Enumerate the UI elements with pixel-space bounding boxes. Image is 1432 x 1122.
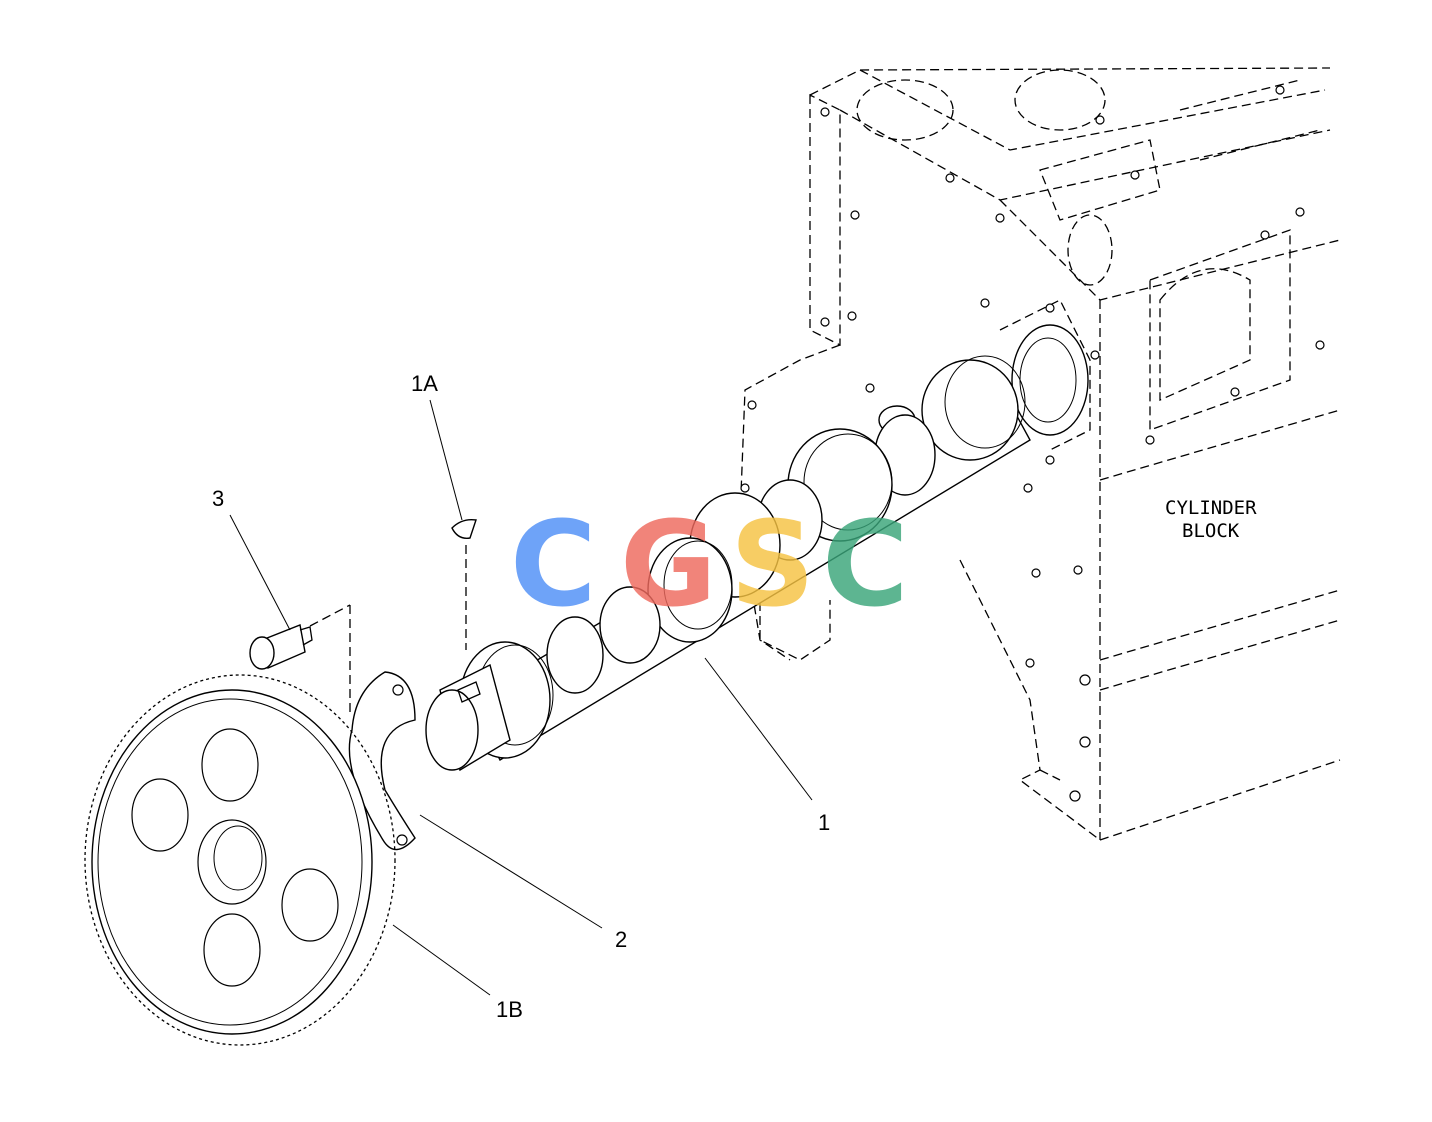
block-label-line2: BLOCK: [1182, 520, 1240, 542]
watermark-letter-3: S: [730, 495, 815, 633]
callout-1a: 1A: [411, 371, 438, 396]
watermark-logo: C G S C: [510, 495, 909, 633]
watermark-letter-2: G: [620, 495, 717, 633]
cylinder-block: [739, 67, 1341, 841]
callout-3: 3: [212, 486, 224, 511]
block-label-line1: CYLINDER: [1165, 497, 1257, 519]
woodruff-key: [451, 518, 477, 650]
camshaft-gear: [84, 674, 396, 1046]
callout-1b: 1B: [496, 997, 523, 1022]
callout-1: 1: [818, 810, 830, 835]
camshaft: [425, 355, 1031, 772]
callout-2: 2: [615, 927, 627, 952]
thrust-plate: [348, 605, 416, 851]
leader-lines: [229, 399, 813, 996]
watermark-letter-1: C: [510, 495, 597, 633]
watermark-letter-4: C: [822, 495, 909, 633]
bolt: [249, 604, 351, 670]
